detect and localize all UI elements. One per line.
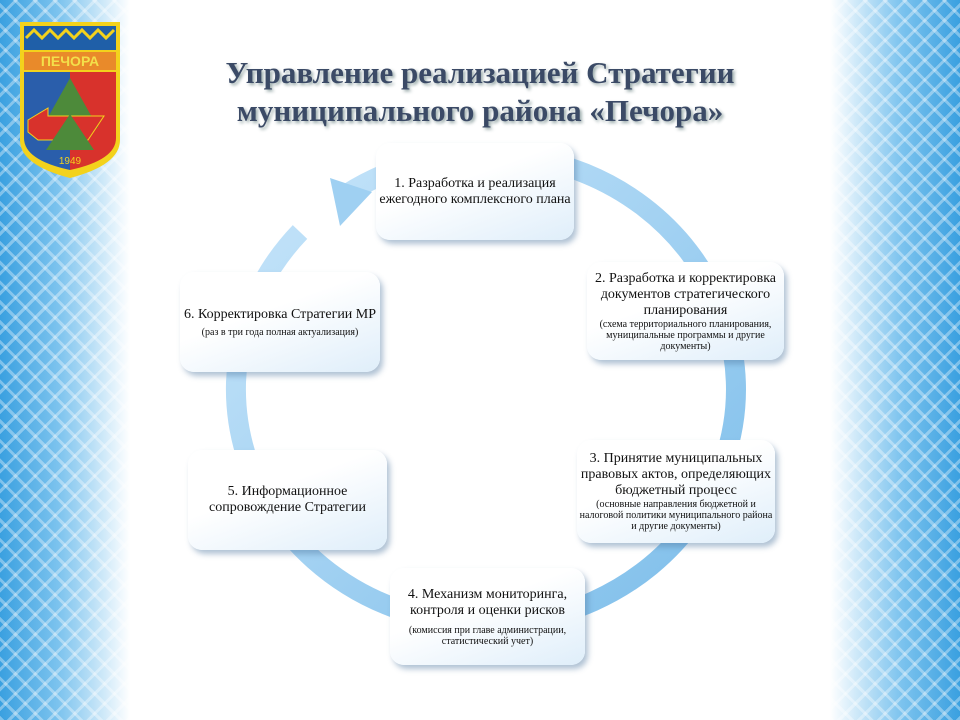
step-3-box: 3. Принятие муниципальных правовых актов… bbox=[577, 440, 775, 543]
right-ornament-border bbox=[830, 0, 960, 720]
step-2-note: (схема территориального планирования, му… bbox=[599, 318, 772, 352]
cycle-arc bbox=[225, 144, 746, 635]
step-1-text: 1. Разработка и реализация ежегодного ко… bbox=[379, 175, 571, 207]
cycle-arrowhead-icon bbox=[330, 178, 372, 226]
step-3-text: 3. Принятие муниципальных правовых актов… bbox=[580, 451, 772, 498]
title-line-1: Управление реализацией Стратегии bbox=[225, 55, 735, 90]
step-4-text: 4. Механизм мониторинга, контроля и оцен… bbox=[407, 586, 568, 618]
step-6-text: 6. Корректировка Стратегии МР bbox=[183, 306, 377, 322]
step-5-box: 5. Информационное сопровождение Стратеги… bbox=[188, 450, 387, 550]
step-2-text: 2. Разработка и корректировка документов… bbox=[594, 270, 777, 318]
svg-text:ПЕЧОРА: ПЕЧОРА bbox=[41, 53, 99, 69]
pechora-emblem: ПЕЧОРА 1949 bbox=[20, 22, 120, 178]
step-5-text: 5. Информационное сопровождение Стратеги… bbox=[209, 484, 366, 515]
step-4-note: (комиссия при главе администрации, стати… bbox=[408, 624, 567, 647]
step-1-box: 1. Разработка и реализация ежегодного ко… bbox=[376, 143, 574, 240]
slide-title: Управление реализацией Стратегии муницип… bbox=[150, 54, 810, 130]
svg-text:1949: 1949 bbox=[59, 156, 82, 167]
step-4-box: 4. Механизм мониторинга, контроля и оцен… bbox=[390, 568, 585, 665]
title-line-2: муниципального района «Печора» bbox=[236, 93, 724, 128]
step-6-box: 6. Корректировка Стратегии МР (раз в три … bbox=[180, 272, 380, 372]
step-3-note: (основные направления бюджетной и налого… bbox=[579, 499, 773, 532]
step-6-note: (раз в три года полная актуализация) bbox=[201, 326, 359, 338]
step-2-box: 2. Разработка и корректировка документов… bbox=[587, 262, 784, 360]
